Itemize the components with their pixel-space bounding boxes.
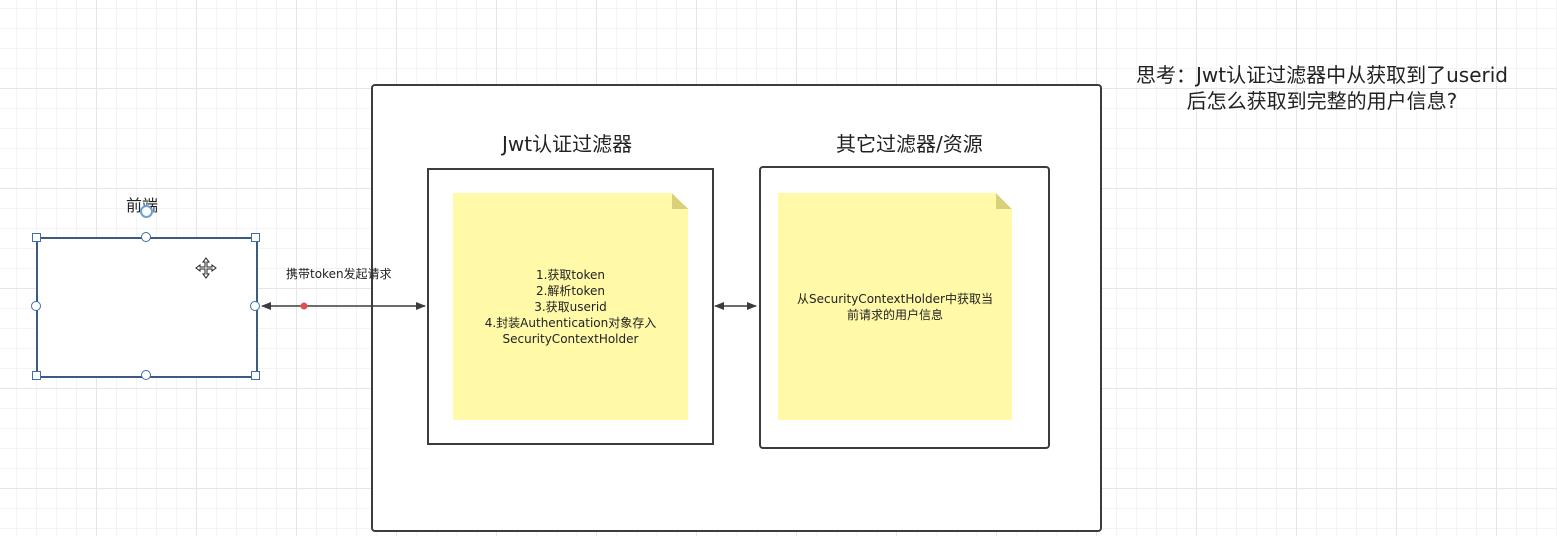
resize-handle-e[interactable] [250, 301, 260, 311]
jwt-note-fold [672, 193, 688, 209]
jwt-filter-note-text: 1.获取token 2.解析token 3.获取userid 4.封装Authe… [484, 267, 657, 346]
resize-handle-se[interactable] [251, 371, 260, 380]
thought-note[interactable]: 思考：Jwt认证过滤器中从获取到了userid 后怎么获取到完整的用户信息? [1136, 62, 1508, 114]
move-cursor-icon [195, 257, 217, 279]
front-end-box[interactable] [36, 237, 258, 378]
connector-midpoint-dot[interactable] [300, 302, 308, 310]
thought-line-2: 后怎么获取到完整的用户信息? [1186, 89, 1458, 113]
other-filters-title[interactable]: 其它过滤器/资源 [836, 132, 983, 156]
jwt-filter-note[interactable]: 1.获取token 2.解析token 3.获取userid 4.封装Authe… [453, 193, 688, 420]
resize-handle-sw[interactable] [32, 371, 41, 380]
resize-handle-ne[interactable] [251, 233, 260, 242]
other-note-fold [996, 193, 1012, 209]
resize-handle-s[interactable] [141, 370, 151, 380]
thought-line-1: 思考：Jwt认证过滤器中从获取到了userid [1136, 63, 1508, 87]
resize-handle-nw[interactable] [32, 233, 41, 242]
resize-handle-n[interactable] [141, 232, 151, 242]
other-filters-note-text: 从SecurityContextHolder中获取当 前请求的用户信息 [797, 291, 993, 322]
other-filters-note[interactable]: 从SecurityContextHolder中获取当 前请求的用户信息 [778, 193, 1012, 420]
request-edge-label[interactable]: 携带token发起请求 [286, 267, 392, 281]
rotate-handle[interactable] [140, 205, 153, 218]
resize-handle-w[interactable] [31, 301, 41, 311]
jwt-filter-title[interactable]: Jwt认证过滤器 [502, 132, 633, 156]
